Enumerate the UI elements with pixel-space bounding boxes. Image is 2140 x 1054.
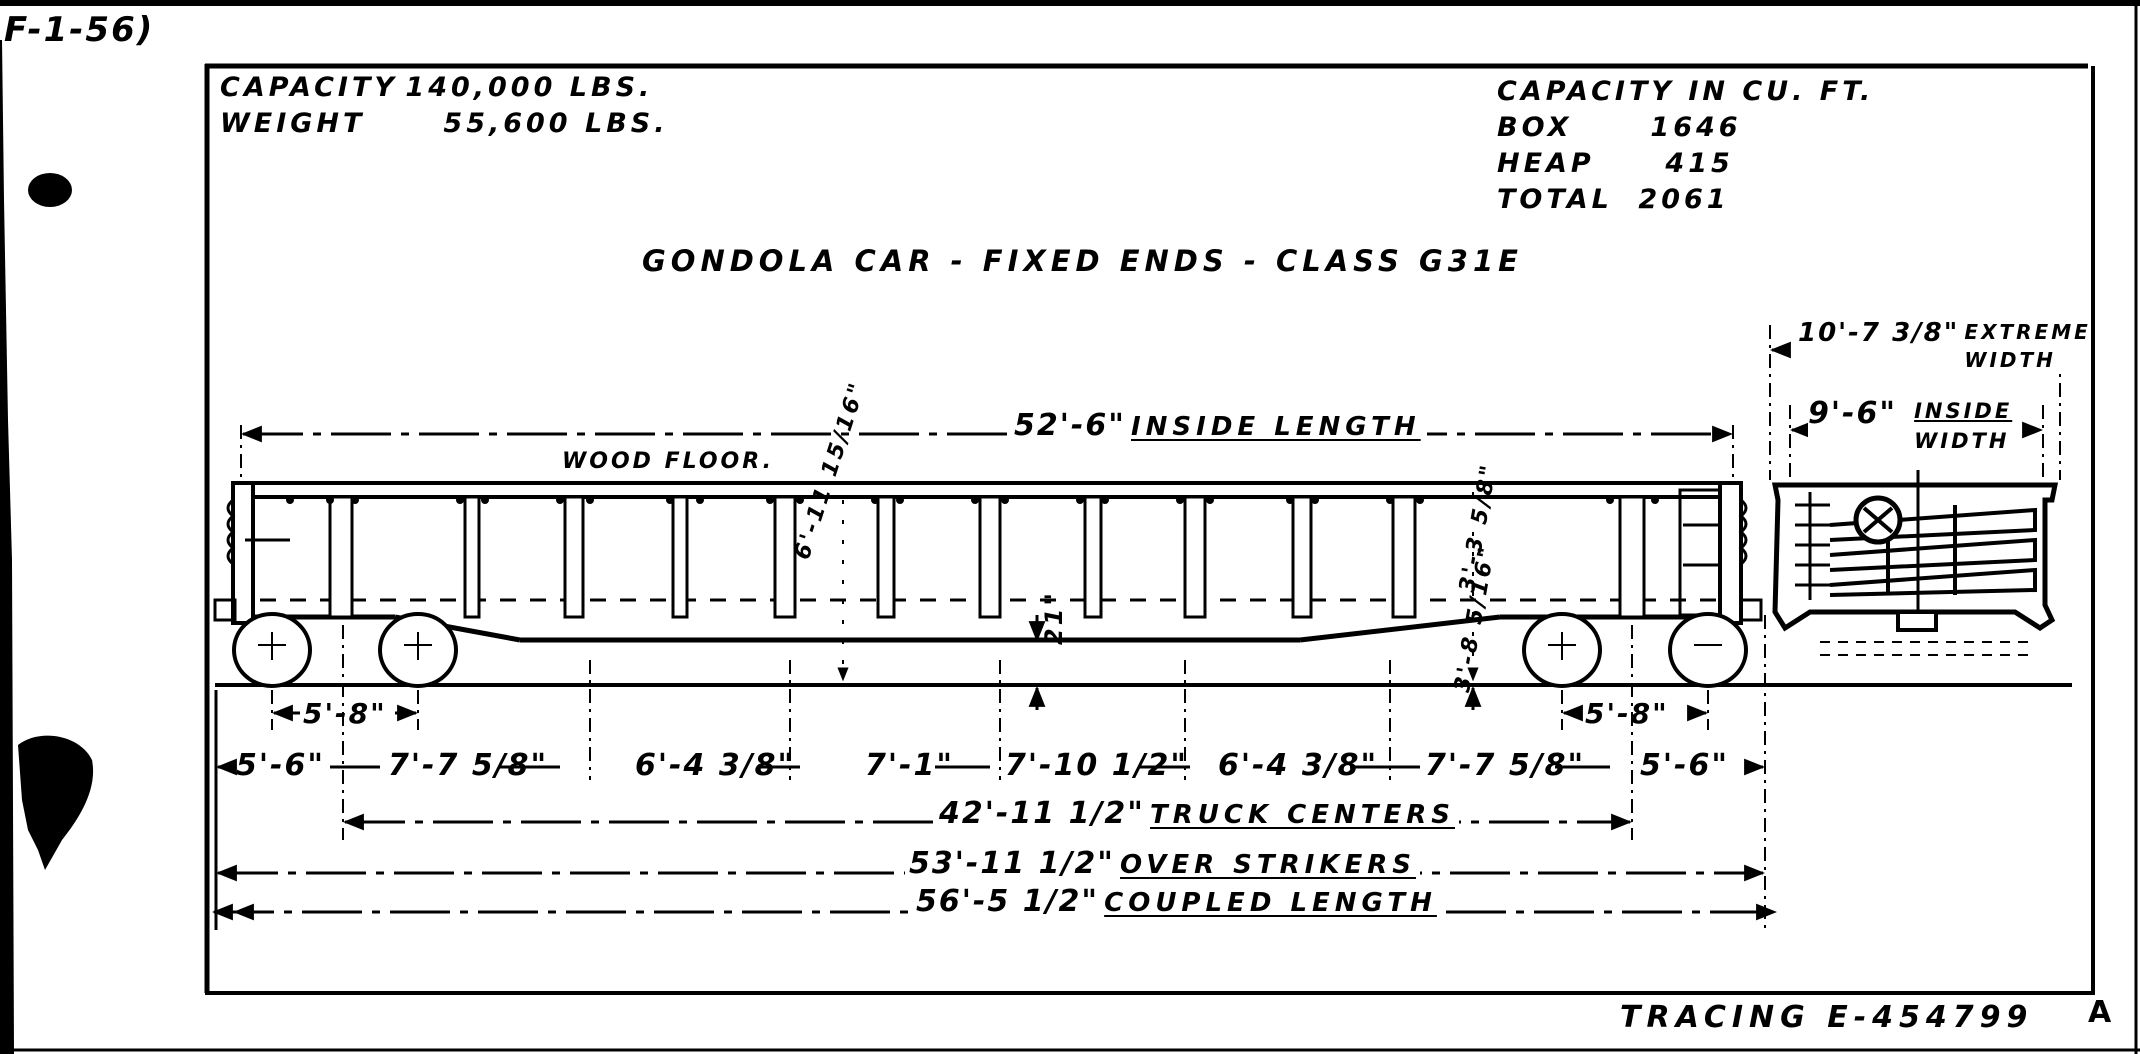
weight-value: 55,600 LBS. <box>443 108 669 139</box>
capacity-label: CAPACITY <box>220 72 398 103</box>
inside-length-dimension: 52'-6" INSIDE LENGTH <box>1008 408 1427 443</box>
cubic-row-total: TOTAL 2061 <box>1497 182 1874 218</box>
panel-spacing-7: 7'-7 5/8" <box>1425 748 1586 783</box>
corner-reference: F-1-56) <box>4 10 155 50</box>
total-label: TOTAL <box>1497 184 1613 215</box>
car-body-side <box>213 481 1763 643</box>
box-value: 1646 <box>1650 112 1742 143</box>
car-end-view <box>1771 470 2059 656</box>
revision-letter: A <box>2088 995 2118 1030</box>
drawing-frame <box>204 63 2095 995</box>
cubic-row-box: BOX 1646 <box>1497 110 1874 146</box>
wheels <box>232 612 1748 688</box>
truck-centers-label: TRUCK CENTERS <box>1150 800 1456 830</box>
coupled-length-dimension: 56'-5 1/2" COUPLED LENGTH <box>912 884 1441 919</box>
capacity-row: CAPACITY 140,000 LBS. <box>220 70 668 106</box>
inside-width-value: 9'-6" <box>1808 396 1898 431</box>
inside-width-label-2: WIDTH <box>1914 429 2010 453</box>
panel-spacing-8: 5'-6" <box>1640 748 1730 783</box>
cubic-row-heap: HEAP 415 <box>1497 146 1874 182</box>
panel-spacing-3: 6'-4 3/8" <box>635 748 796 783</box>
wood-floor-note: WOOD FLOOR. <box>562 449 774 474</box>
capacity-value: 140,000 LBS. <box>405 72 654 103</box>
panel-spacing-4: 7'-1" <box>865 748 955 783</box>
box-label: BOX <box>1497 112 1573 143</box>
over-strikers-label: OVER STRIKERS <box>1120 850 1416 880</box>
inside-length-label: INSIDE LENGTH <box>1130 412 1421 442</box>
cubic-capacity-heading: CAPACITY IN CU. FT. <box>1497 76 1875 107</box>
wheelbase-left: 5'-8" <box>303 697 387 730</box>
coupled-length-value: 56'-5 1/2" <box>916 884 1100 919</box>
panel-spacing-2: 7'-7 5/8" <box>388 748 549 783</box>
drawing-title: GONDOLA CAR - FIXED ENDS - CLASS G31E <box>642 244 1523 278</box>
floor-to-rail-dimension: 21" <box>1040 590 1068 645</box>
over-strikers-value: 53'-11 1/2" <box>909 846 1115 881</box>
panel-spacing-1: 5'-6" <box>236 748 326 783</box>
tracing-number: TRACING E-454799 <box>1620 1000 2034 1035</box>
coupled-length-label: COUPLED LENGTH <box>1104 888 1437 918</box>
inside-width-dimension: 9'-6" INSIDE WIDTH <box>1808 396 2013 456</box>
wheelbase-right: 5'-8" <box>1585 697 1669 730</box>
cubic-capacity-block: CAPACITY IN CU. FT. BOX 1646 HEAP 415 TO… <box>1497 74 1874 218</box>
extreme-width-label-2: WIDTH <box>1964 348 2056 372</box>
capacity-weight-block: CAPACITY 140,000 LBS. WEIGHT 55,600 LBS. <box>220 70 668 142</box>
total-value: 2061 <box>1638 184 1730 215</box>
panel-spacing-6: 6'-4 3/8" <box>1218 748 1379 783</box>
weight-label: WEIGHT <box>220 108 366 139</box>
extreme-width-value: 10'-7 3/8" <box>1798 318 1960 348</box>
truck-centers-value: 42'-11 1/2" <box>939 796 1145 831</box>
heap-label: HEAP <box>1497 148 1595 179</box>
truck-centers-dimension: 42'-11 1/2" TRUCK CENTERS <box>935 796 1460 831</box>
over-strikers-dimension: 53'-11 1/2" OVER STRIKERS <box>905 846 1420 881</box>
inside-width-label-1: INSIDE <box>1914 399 2013 423</box>
panel-spacing-5: 7'-10 1/2" <box>1005 748 1189 783</box>
extreme-width-dimension: 10'-7 3/8" EXTREME WIDTH <box>1798 318 2091 374</box>
extreme-width-label-1: EXTREME <box>1964 320 2091 344</box>
inside-length-value: 52'-6" <box>1014 408 1126 443</box>
heap-value: 415 <box>1665 148 1734 179</box>
weight-row: WEIGHT 55,600 LBS. <box>220 106 668 142</box>
